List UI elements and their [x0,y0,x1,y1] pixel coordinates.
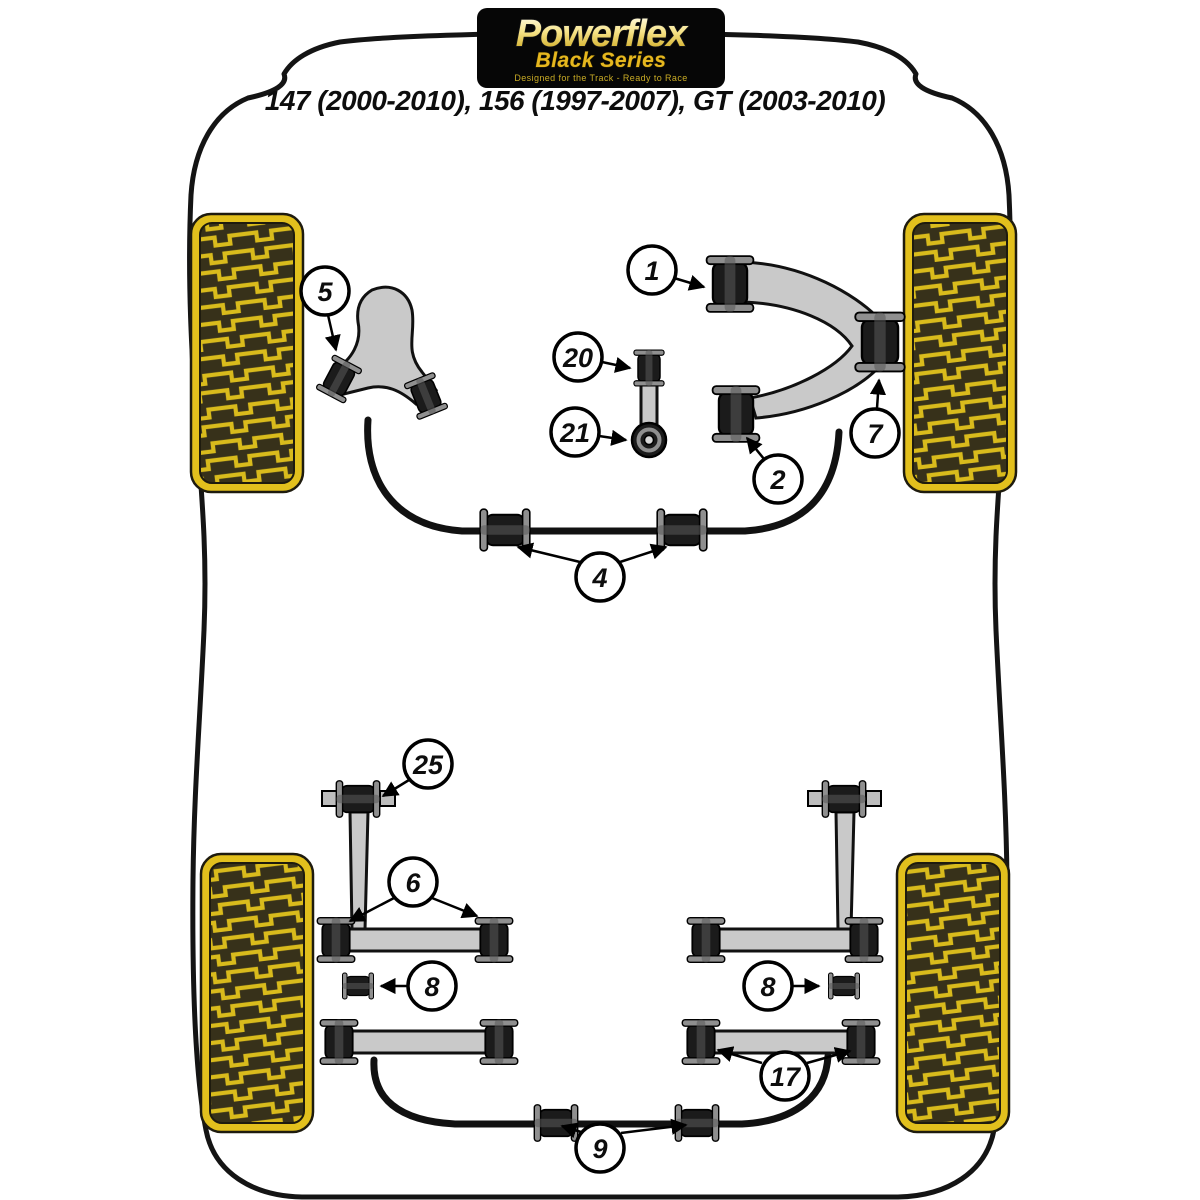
rear-left-lower-arm-inner-bushing [319,1018,359,1066]
callout-9-label: 9 [592,1134,607,1164]
front-right-upper-wishbone [705,254,906,444]
tire-rear-right [895,852,1011,1134]
logo-brand-text: Powerflex [516,13,689,55]
powerflex-logo: Powerflex Black Series Designed for the … [477,8,725,88]
callout-17: 17 [716,1046,852,1102]
callout-7: 7 [849,378,901,459]
front-arb-bushing-right [656,508,708,552]
callout-2: 2 [745,436,804,505]
front-anti-roll-bar [364,416,843,552]
rear-right-lower-arm-inner-bushing [681,1018,721,1066]
callout-5-label: 5 [317,277,333,307]
callout-21-label: 21 [559,418,590,448]
rear-right-front-arm-bushing [821,779,867,819]
callout-1-label: 1 [644,256,659,286]
callout-7-label: 7 [867,419,884,449]
rear-right-small-bushing [827,972,861,1000]
tire-front-right [902,212,1018,494]
drop-link-top-bushing [633,349,665,387]
callout-20: 20 [552,331,632,383]
callout-17-label: 17 [770,1062,802,1092]
callout-25-label: 25 [412,750,444,780]
callout-4-label: 4 [591,563,607,593]
callout-8-right-label: 8 [760,972,775,1002]
callout-8-right: 8 [742,960,821,1012]
rear-left-small-bushing [341,972,375,1000]
callout-4: 4 [516,542,668,603]
rear-arb-bushing-left [533,1103,579,1143]
rear-left-upper-arm-inner-bushing [316,916,356,964]
rear-right-upper-arm-outer-bushing [844,916,884,964]
rear-right-upper-arm-inner-bushing [686,916,726,964]
rear-left-front-arm-bushing [335,779,381,819]
logo-series-text: Black Series [536,49,667,72]
callout-1: 1 [626,244,706,296]
tire-front-left [189,212,305,494]
upper-arm-rear-bushing [711,384,761,444]
upper-arm-front-bushing [705,254,755,314]
callout-9: 9 [560,1118,688,1174]
rear-left-upper-arm [331,927,499,953]
callout-8-left-label: 8 [424,972,439,1002]
rear-right-upper-arm [701,927,869,953]
callout-8-left: 8 [379,960,458,1012]
callout-6-label: 6 [405,868,421,898]
rear-right-lower-arm-outer-bushing [841,1018,881,1066]
rear-left-assembly [316,779,519,1066]
upper-arm-outer-bushing [854,311,906,373]
callout-20-label: 20 [562,343,593,373]
callout-25: 25 [381,738,454,798]
rear-right-assembly [681,779,884,1066]
rear-right-lower-arm [696,1029,866,1055]
callout-5: 5 [299,265,351,352]
logo-background [477,8,725,88]
callout-6: 6 [348,856,479,923]
rear-left-upper-arm-outer-bushing [474,916,514,964]
fitment-title: 147 (2000-2010), 156 (1997-2007), GT (20… [265,85,886,116]
callout-21: 21 [549,406,628,458]
rear-arb-bushing-right [674,1103,720,1143]
front-left-wishbone [314,285,449,421]
front-drop-link [630,349,668,459]
tire-rear-left [199,852,315,1134]
callout-2-label: 2 [769,465,785,495]
rear-left-lower-arm-outer-bushing [479,1018,519,1066]
rear-left-lower-arm [334,1029,504,1055]
logo-tagline-text: Designed for the Track - Ready to Race [514,73,687,83]
front-arb-bushing-left [479,508,531,552]
